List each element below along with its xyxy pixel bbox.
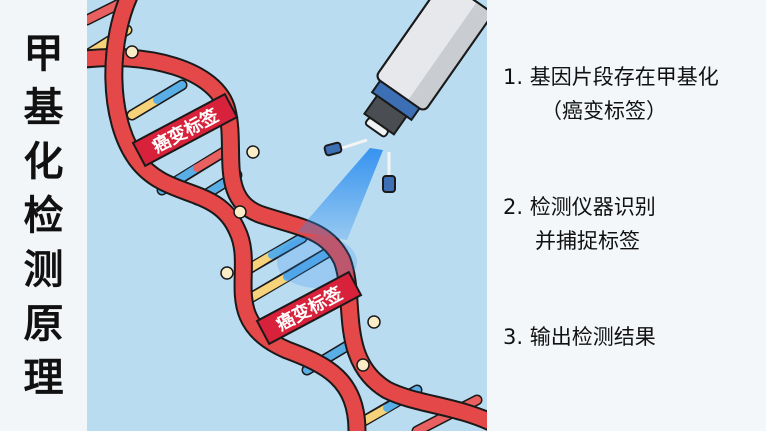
step-1-line1: 1. 基因片段存在甲基化 [503,65,719,89]
step-3-line1: 3. 输出检测结果 [503,325,656,349]
detection-instrument [323,0,487,193]
step-2: 2. 检测仪器识别 并捕捉标签 [503,190,656,258]
title-char: 基 [23,84,64,131]
backbone-nodes [125,45,381,372]
dna-helix-diagram: 癌变标签 癌变标签 [87,0,487,431]
title-char: 检 [23,192,64,239]
step-1-line2: （癌变标签） [541,99,667,123]
step-3: 3. 输出检测结果 [503,320,656,354]
step-1: 1. 基因片段存在甲基化 （癌变标签） [503,60,719,128]
dna-illustration: 癌变标签 癌变标签 [87,0,487,431]
title-char: 测 [23,246,64,293]
step-2-line2: 并捕捉标签 [535,229,640,253]
title-char: 原 [23,300,64,347]
title-char: 理 [23,354,64,401]
title-char: 化 [23,138,64,185]
detection-beam [297,148,383,240]
step-2-line1: 2. 检测仪器识别 [503,195,656,219]
steps-list: 1. 基因片段存在甲基化 （癌变标签） 2. 检测仪器识别 并捕捉标签 3. 输… [500,0,766,431]
title-char: 甲 [23,30,64,77]
vertical-title: 甲 基 化 检 测 原 理 [0,0,87,431]
detection-spot [277,236,357,288]
